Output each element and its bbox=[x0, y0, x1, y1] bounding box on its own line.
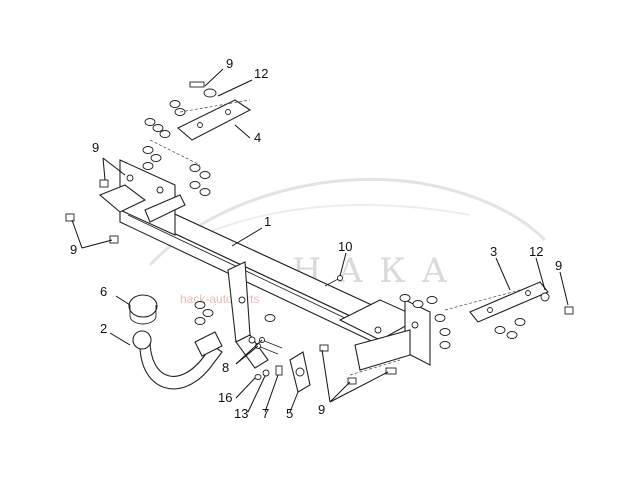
bolt-part-10 bbox=[324, 275, 343, 287]
callout-12-top: 12 bbox=[254, 66, 268, 81]
callout-9-left-lower: 9 bbox=[70, 242, 77, 257]
callout-3: 3 bbox=[490, 244, 497, 259]
callout-13: 13 bbox=[234, 406, 248, 421]
callout-1: 1 bbox=[264, 214, 271, 229]
towball-part-2 bbox=[132, 330, 223, 390]
callout-16: 16 bbox=[218, 390, 232, 405]
callout-2: 2 bbox=[100, 321, 107, 336]
fasteners-center bbox=[194, 301, 397, 385]
alignment-lines bbox=[149, 99, 521, 376]
left-side-bracket bbox=[98, 159, 186, 236]
fasteners-right bbox=[399, 292, 574, 349]
callout-4: 4 bbox=[254, 130, 261, 145]
plate-part-3 bbox=[469, 281, 549, 323]
callout-7: 7 bbox=[262, 406, 269, 421]
callout-12-right: 12 bbox=[529, 244, 543, 259]
leader-lines bbox=[71, 68, 569, 413]
callout-5: 5 bbox=[286, 406, 293, 421]
socket-plate-part-5 bbox=[289, 351, 311, 393]
fasteners-left bbox=[65, 146, 211, 244]
callout-9-left-upper: 9 bbox=[92, 140, 99, 155]
callout-8: 8 bbox=[222, 360, 229, 375]
plate-part-4 bbox=[177, 99, 252, 141]
callout-9-right: 9 bbox=[555, 258, 562, 273]
callout-10: 10 bbox=[338, 239, 352, 254]
callout-6: 6 bbox=[100, 284, 107, 299]
callout-9-top: 9 bbox=[226, 56, 233, 71]
right-side-bracket bbox=[338, 299, 431, 371]
ball-cap-part-6 bbox=[128, 294, 158, 325]
callout-9-bottom: 9 bbox=[318, 402, 325, 417]
callout-labels: 9 12 4 9 9 1 10 3 12 9 6 2 8 16 13 7 5 9 bbox=[70, 56, 562, 421]
small-parts-7-13-16 bbox=[254, 365, 283, 380]
